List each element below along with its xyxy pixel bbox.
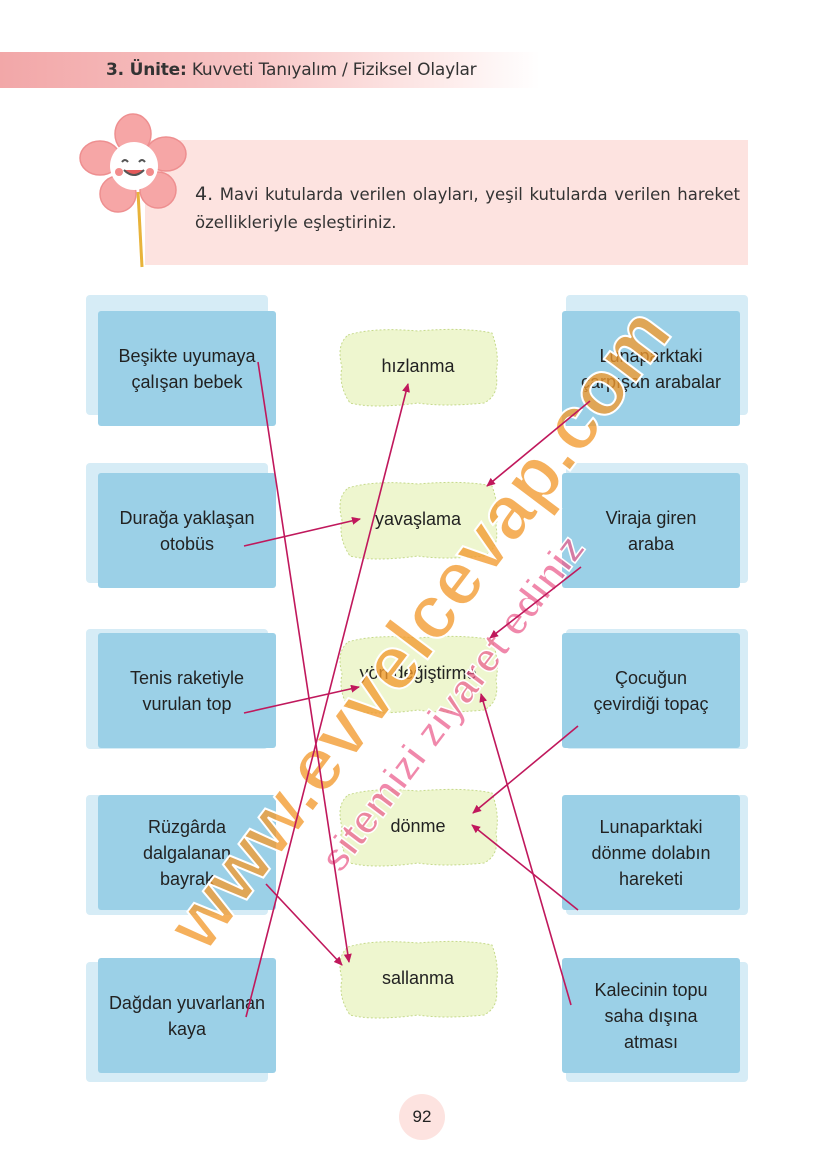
arrow-top-to-donme xyxy=(472,725,579,814)
event-card-curve-car: Viraja giren araba xyxy=(562,463,748,588)
option-yon-degistirme: yön değiştirme xyxy=(334,632,502,714)
event-card-tennis-ball: Tenis raketiyle vurulan top xyxy=(86,629,276,749)
event-card-spinning-top: Çocuğun çevirdiği topaç xyxy=(562,629,748,749)
event-card-cradle-baby: Beşikte uyumaya çalışan bebek xyxy=(86,295,276,426)
card-label: Lunaparktaki çarpışan arabalar xyxy=(580,345,722,392)
instruction-text: 4. Mavi kutularda verilen olayları, yeşi… xyxy=(195,180,740,237)
option-label: sallanma xyxy=(381,967,455,988)
card-label: Viraja giren araba xyxy=(605,507,697,554)
card-label: Lunaparktaki dönme dolabın hareketi xyxy=(591,816,711,889)
option-label: dönme xyxy=(390,815,446,836)
option-label: yön değiştirme xyxy=(359,662,477,683)
unit-header-bar xyxy=(0,52,540,88)
event-card-rolling-rock: Dağdan yuvarlanan kaya xyxy=(86,958,276,1082)
card-label: Durağa yaklaşan otobüs xyxy=(119,507,255,554)
option-hizlanma: hızlanma xyxy=(334,325,502,407)
card-label: Kalecinin topu saha dışına atması xyxy=(594,979,708,1052)
arrow-tennis-to-yon-degistirme xyxy=(243,684,360,714)
arrow-curve-to-yon-degistirme xyxy=(489,566,582,639)
arrow-bumpercars-to-yavaslama xyxy=(486,400,591,487)
arrow-rock-to-hizlanma xyxy=(245,383,410,1018)
card-label: Dağdan yuvarlanan kaya xyxy=(108,992,266,1039)
option-label: hızlanma xyxy=(381,355,455,376)
card-label: Beşikte uyumaya çalışan bebek xyxy=(118,345,256,392)
arrow-ferris-to-donme xyxy=(471,824,579,911)
arrow-cradle-to-sallanma xyxy=(257,361,352,963)
event-card-bumper-cars: Lunaparktaki çarpışan arabalar xyxy=(562,295,748,426)
unit-label: 3. Ünite: xyxy=(106,60,187,80)
unit-header: 3. Ünite: Kuvveti Tanıyalım / Fiziksel O… xyxy=(106,60,477,80)
event-card-flag: Rüzgârda dalgalanan bayrak xyxy=(86,795,276,915)
page-number-text: 92 xyxy=(412,1107,432,1126)
card-label: Çocuğun çevirdiği topaç xyxy=(593,667,709,714)
option-sallanma: sallanma xyxy=(334,937,502,1019)
card-label: Rüzgârda dalgalanan bayrak xyxy=(142,816,232,889)
instruction-body: Mavi kutularda verilen olayları, yeşil k… xyxy=(195,185,740,232)
option-donme: dönme xyxy=(334,785,502,867)
unit-title: Kuvveti Tanıyalım / Fiziksel Olaylar xyxy=(191,60,477,80)
page-number: 92 xyxy=(399,1094,445,1140)
arrow-flag-to-sallanma xyxy=(265,883,343,966)
event-card-ferris-wheel: Lunaparktaki dönme dolabın hareketi xyxy=(562,795,748,915)
arrow-goalkeeper-to-yon-degistirme xyxy=(479,693,572,1006)
event-card-bus-stop: Durağa yaklaşan otobüs xyxy=(86,463,276,588)
card-label: Tenis raketiyle vurulan top xyxy=(129,667,245,714)
event-card-goalkeeper: Kalecinin topu saha dışına atması xyxy=(562,958,748,1082)
flower-icon xyxy=(79,113,187,268)
arrow-bus-to-yavaslama xyxy=(243,516,361,547)
option-yavaslama: yavaşlama xyxy=(334,478,502,560)
option-label: yavaşlama xyxy=(374,508,462,529)
instruction-number: 4. xyxy=(195,183,214,205)
instruction-box xyxy=(145,140,748,265)
